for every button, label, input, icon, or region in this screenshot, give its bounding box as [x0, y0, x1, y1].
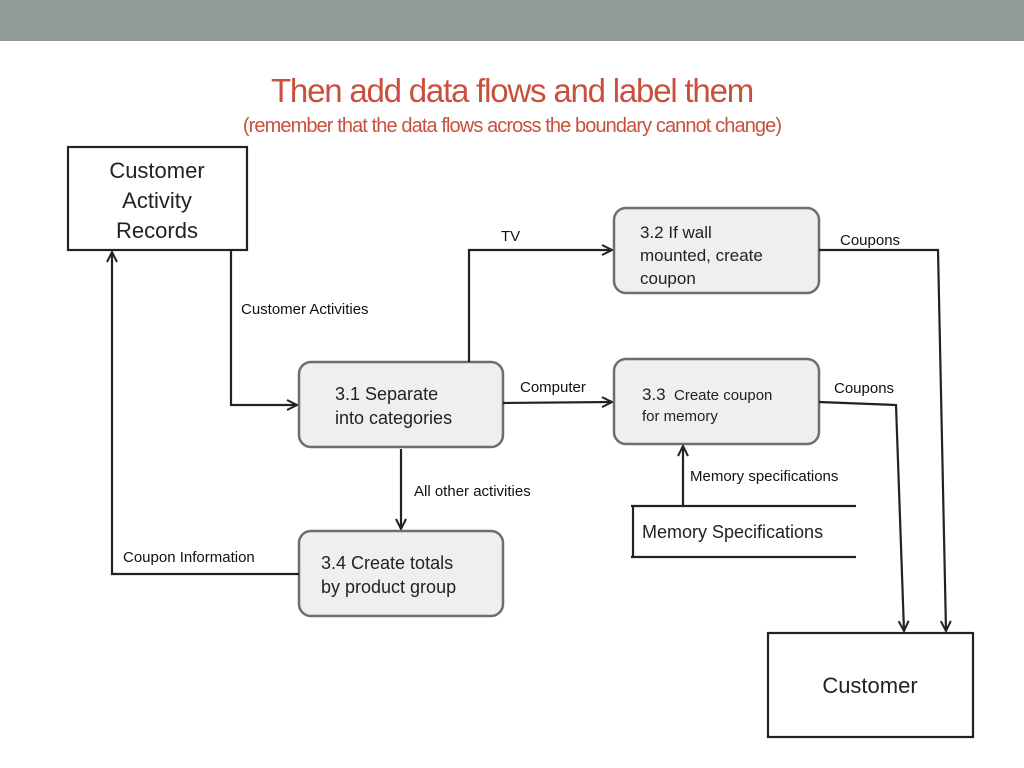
- flow-all-other-activities: All other activities: [401, 449, 531, 529]
- entity-label-line: Customer: [109, 158, 204, 183]
- entity-customer-activity-records: Customer Activity Records: [66, 145, 249, 252]
- entity-customer: Customer: [766, 631, 975, 739]
- process-label-line: 3.1 Separate: [335, 384, 438, 404]
- flow-coupons-top: Coupons: [819, 232, 946, 631]
- entity-label: Customer: [822, 673, 917, 698]
- process-label-line: 3.4 Create totals: [321, 553, 453, 573]
- slide-title: Then add data flows and label them: [270, 72, 754, 109]
- process-number: 3.3: [642, 385, 666, 404]
- flow-label: Coupon Information: [123, 549, 255, 566]
- process-3-2: 3.2 If wall mounted, create coupon: [612, 206, 821, 295]
- top-bar: [0, 0, 1024, 41]
- flow-label: Coupons: [840, 232, 900, 249]
- entity-label-line: Activity: [122, 188, 192, 213]
- flow-memory-specifications: Memory specifications: [683, 446, 838, 506]
- flow-tv: TV: [467, 228, 612, 362]
- flow-label: Coupons: [834, 380, 894, 397]
- data-store-label: Memory Specifications: [642, 522, 823, 542]
- process-label-line: coupon: [640, 269, 696, 288]
- flow-label: TV: [501, 228, 520, 245]
- process-3-1: 3.1 Separate into categories: [297, 360, 505, 449]
- process-label-line: 3.2 If wall: [640, 223, 712, 242]
- process-label-line: for memory: [642, 408, 718, 425]
- process-label-line: Create coupon: [674, 387, 772, 404]
- flow-label: All other activities: [414, 483, 531, 500]
- process-label-line: by product group: [321, 577, 456, 597]
- process-3-3: 3.3 Create coupon for memory: [612, 357, 821, 446]
- flow-computer: Computer: [502, 379, 612, 403]
- flow-coupons-mid: Coupons: [818, 380, 904, 631]
- entity-label-line: Records: [116, 218, 198, 243]
- flow-label: Customer Activities: [241, 301, 369, 318]
- flow-coupon-information: Coupon Information: [112, 252, 299, 576]
- process-label-line: into categories: [335, 408, 452, 428]
- flow-customer-activities: Customer Activities: [229, 250, 369, 405]
- slide-subtitle: (remember that the data flows across the…: [242, 115, 782, 137]
- process-label-line: mounted, create: [640, 246, 763, 265]
- flow-label: Memory specifications: [690, 468, 838, 485]
- data-store-memory-specifications: Memory Specifications: [631, 504, 856, 559]
- flow-label: Computer: [520, 379, 586, 396]
- process-3-4: 3.4 Create totals by product group: [297, 529, 505, 618]
